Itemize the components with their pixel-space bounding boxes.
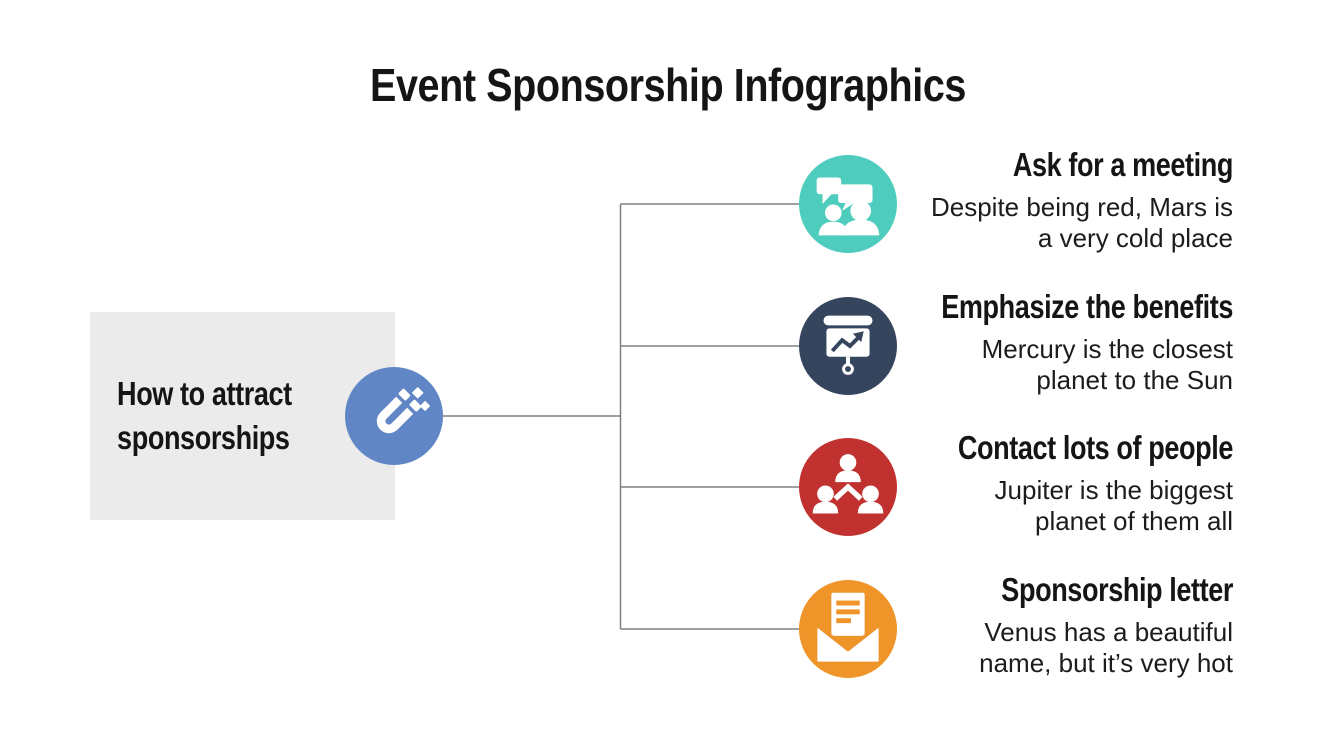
step-text-contact: Contact lots of people Jupiter is the bi… — [813, 429, 1234, 537]
step-heading: Sponsorship letter — [1001, 571, 1233, 608]
step-heading: Ask for a meeting — [1012, 146, 1234, 183]
magnet-icon — [376, 386, 431, 434]
step-body: Despite being red, Mars is a very cold p… — [930, 192, 1233, 253]
step-body: Mercury is the closest planet to the Sun — [981, 334, 1233, 395]
step-body: Jupiter is the biggest planet of them al… — [994, 475, 1233, 536]
presentation-chart-icon — [823, 315, 873, 375]
step-body: Venus has a beautiful name, but it’s ver… — [979, 617, 1233, 678]
org-chart-people-icon — [812, 454, 884, 514]
step-heading: Emphasize the benefits — [941, 288, 1233, 325]
step-text-benefits: Emphasize the benefits Mercury is the cl… — [813, 288, 1233, 396]
step-text-meeting: Ask for a meeting Despite being red, Mar… — [813, 146, 1233, 254]
root-circle — [345, 367, 443, 465]
step-circle-meeting — [799, 155, 897, 253]
open-envelope-letter-icon — [813, 592, 883, 666]
slide-title: Event Sponsorship Infographics — [370, 59, 966, 111]
step-text-letter: Sponsorship letter Venus has a beautiful… — [813, 571, 1233, 679]
step-heading: Contact lots of people — [957, 429, 1234, 466]
step-circle-contact — [799, 438, 897, 536]
root-topic-box: How to attract sponsorships — [90, 312, 395, 520]
meeting-discussion-icon — [816, 177, 880, 236]
step-circle-benefits — [799, 297, 897, 395]
step-circle-letter — [799, 580, 897, 678]
root-topic-label: How to attract sponsorships — [117, 375, 292, 456]
